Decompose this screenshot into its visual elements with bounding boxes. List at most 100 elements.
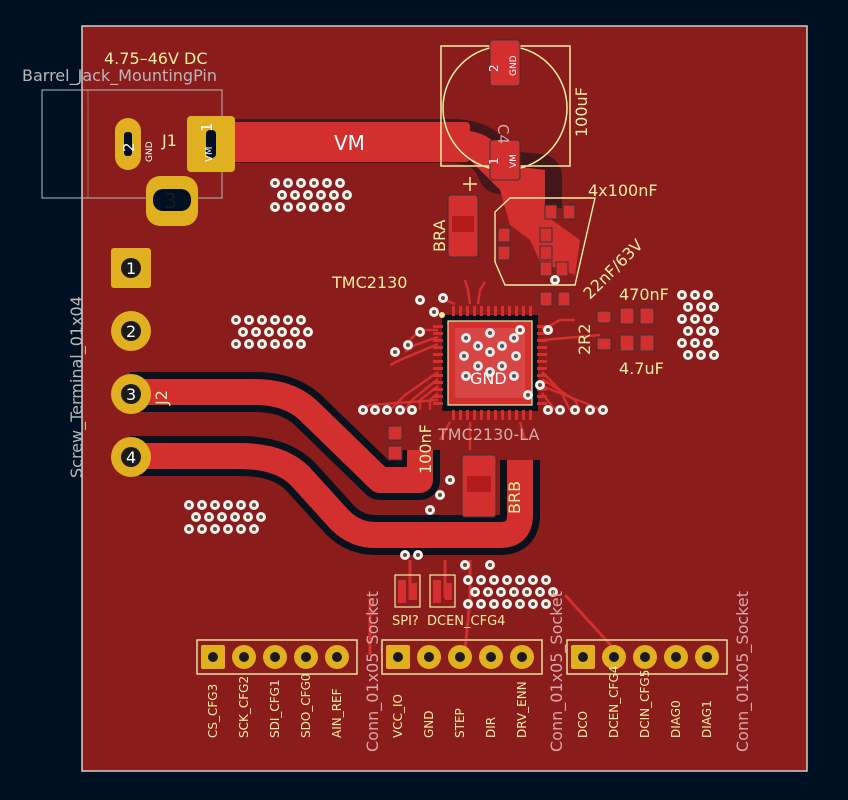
via-drill bbox=[200, 503, 204, 507]
via-drill bbox=[448, 478, 452, 482]
cap-array-pad[interactable] bbox=[544, 204, 558, 220]
cap-c4-pad-vm[interactable] bbox=[489, 139, 521, 181]
cap-array-pad[interactable] bbox=[497, 245, 511, 261]
via-drill bbox=[538, 590, 542, 594]
cap-c4-pad-gnd[interactable] bbox=[489, 39, 521, 87]
via-drill bbox=[187, 503, 191, 507]
ic-pin-left bbox=[433, 367, 443, 370]
via-drill bbox=[312, 181, 316, 185]
via-drill bbox=[306, 330, 310, 334]
via-drill bbox=[428, 508, 432, 512]
cap-array-pads[interactable] bbox=[497, 204, 576, 277]
cap-array-pad[interactable] bbox=[562, 204, 576, 220]
via-drill bbox=[280, 330, 284, 334]
header-pad-drill bbox=[517, 652, 527, 662]
via-drill bbox=[706, 293, 710, 297]
res-brb-label: BRB bbox=[505, 481, 524, 514]
socket-left-footprint-name: Conn_01x05_Socket bbox=[363, 591, 383, 752]
cap-array-pad[interactable] bbox=[497, 227, 511, 243]
thermal-via-drill bbox=[464, 374, 468, 378]
via-drill bbox=[432, 310, 436, 314]
ic-pin-left bbox=[433, 332, 443, 335]
j1-ref-label: J1 bbox=[161, 131, 177, 150]
barrel-jack-footprint-name: Barrel_Jack_MountingPin bbox=[22, 66, 217, 86]
via-drill bbox=[699, 329, 703, 333]
fanout-trace bbox=[404, 378, 439, 411]
thermal-via-drill bbox=[488, 370, 492, 374]
fanout-trace bbox=[476, 281, 487, 305]
thermal-via-drill bbox=[462, 354, 466, 358]
ic-pin-left bbox=[433, 360, 443, 363]
ic-pin-left bbox=[433, 388, 443, 391]
header-pad-drill bbox=[455, 652, 465, 662]
jumper-dcen-label: DCEN_CFG4 bbox=[427, 614, 505, 629]
ic-pin-left bbox=[433, 346, 443, 349]
header-outline bbox=[196, 639, 358, 675]
header-pin-label: DCO bbox=[576, 711, 590, 738]
cap-bulk-value: 100uF bbox=[572, 87, 591, 137]
cap-100nf-pad-b[interactable] bbox=[387, 445, 403, 461]
via-drill bbox=[479, 578, 483, 582]
via-drill bbox=[492, 602, 496, 606]
jumper-spi-outline bbox=[394, 574, 421, 608]
socket-right-footprint-name: Conn_01x05_Socket bbox=[733, 591, 753, 752]
via-drill bbox=[260, 318, 264, 322]
jumper-spi-pads[interactable] bbox=[398, 580, 417, 603]
header-pin-label: CS_CFG3 bbox=[206, 684, 220, 738]
motor-trace-a bbox=[130, 379, 433, 493]
via-drill bbox=[207, 515, 211, 519]
pin-headers bbox=[196, 639, 728, 675]
via-drill bbox=[505, 578, 509, 582]
via-drill bbox=[338, 181, 342, 185]
motor-trace-b bbox=[130, 443, 533, 548]
via-drill bbox=[486, 590, 490, 594]
j2-pad-drill bbox=[121, 258, 141, 278]
thermal-via-drill bbox=[512, 374, 516, 378]
via-drill bbox=[418, 298, 422, 302]
via-drill bbox=[299, 181, 303, 185]
ic-pin-left bbox=[433, 353, 443, 356]
res-2r2-label: 2R2 bbox=[575, 324, 594, 355]
header-pin-label: SDI_CFG1 bbox=[268, 679, 282, 738]
via-drill bbox=[213, 503, 217, 507]
vm-trace bbox=[200, 122, 470, 162]
header-pad-drill bbox=[424, 652, 434, 662]
header-pad-drill bbox=[208, 652, 218, 662]
header-pad-drill bbox=[578, 652, 588, 662]
j2-pin-number: 1 bbox=[126, 259, 136, 278]
via-drill bbox=[259, 515, 263, 519]
cap-array-pad[interactable] bbox=[539, 227, 553, 243]
via-drill bbox=[531, 602, 535, 606]
via-drill bbox=[226, 503, 230, 507]
via-drill bbox=[466, 578, 470, 582]
via-drill bbox=[544, 602, 548, 606]
ic-ref-label: TMC2130 bbox=[331, 273, 407, 292]
via-drill bbox=[546, 408, 550, 412]
cap-array-pad[interactable] bbox=[555, 261, 569, 277]
thermal-via-drill bbox=[464, 336, 468, 340]
cap-array-pad[interactable] bbox=[539, 245, 553, 261]
header-outline bbox=[566, 639, 728, 675]
header-pin-label: AIN_REF bbox=[330, 688, 344, 738]
header-pad-drill bbox=[640, 652, 650, 662]
ic-pin-top bbox=[494, 306, 497, 316]
via-drill bbox=[233, 515, 237, 519]
header-pin-label: SDO_CFG0 bbox=[299, 673, 313, 738]
via-drill bbox=[686, 353, 690, 357]
via-drill bbox=[286, 181, 290, 185]
ic-pin-left bbox=[433, 325, 443, 328]
c4-pad-gnd-label: GND bbox=[509, 55, 519, 76]
via-drill bbox=[526, 393, 530, 397]
c4-pad-vm-label: VM bbox=[509, 154, 519, 168]
c4-pad2-number: 2 bbox=[487, 64, 501, 72]
right-caps[interactable] bbox=[539, 291, 655, 352]
cap-100nf-pad-a[interactable] bbox=[387, 425, 403, 441]
via-drill bbox=[299, 342, 303, 346]
via-drill bbox=[518, 602, 522, 606]
cap-array-pad[interactable] bbox=[539, 261, 553, 277]
jumper-dcen-pads[interactable] bbox=[433, 580, 452, 603]
via-drill bbox=[406, 343, 410, 347]
ic-pin-bottom bbox=[487, 410, 490, 420]
